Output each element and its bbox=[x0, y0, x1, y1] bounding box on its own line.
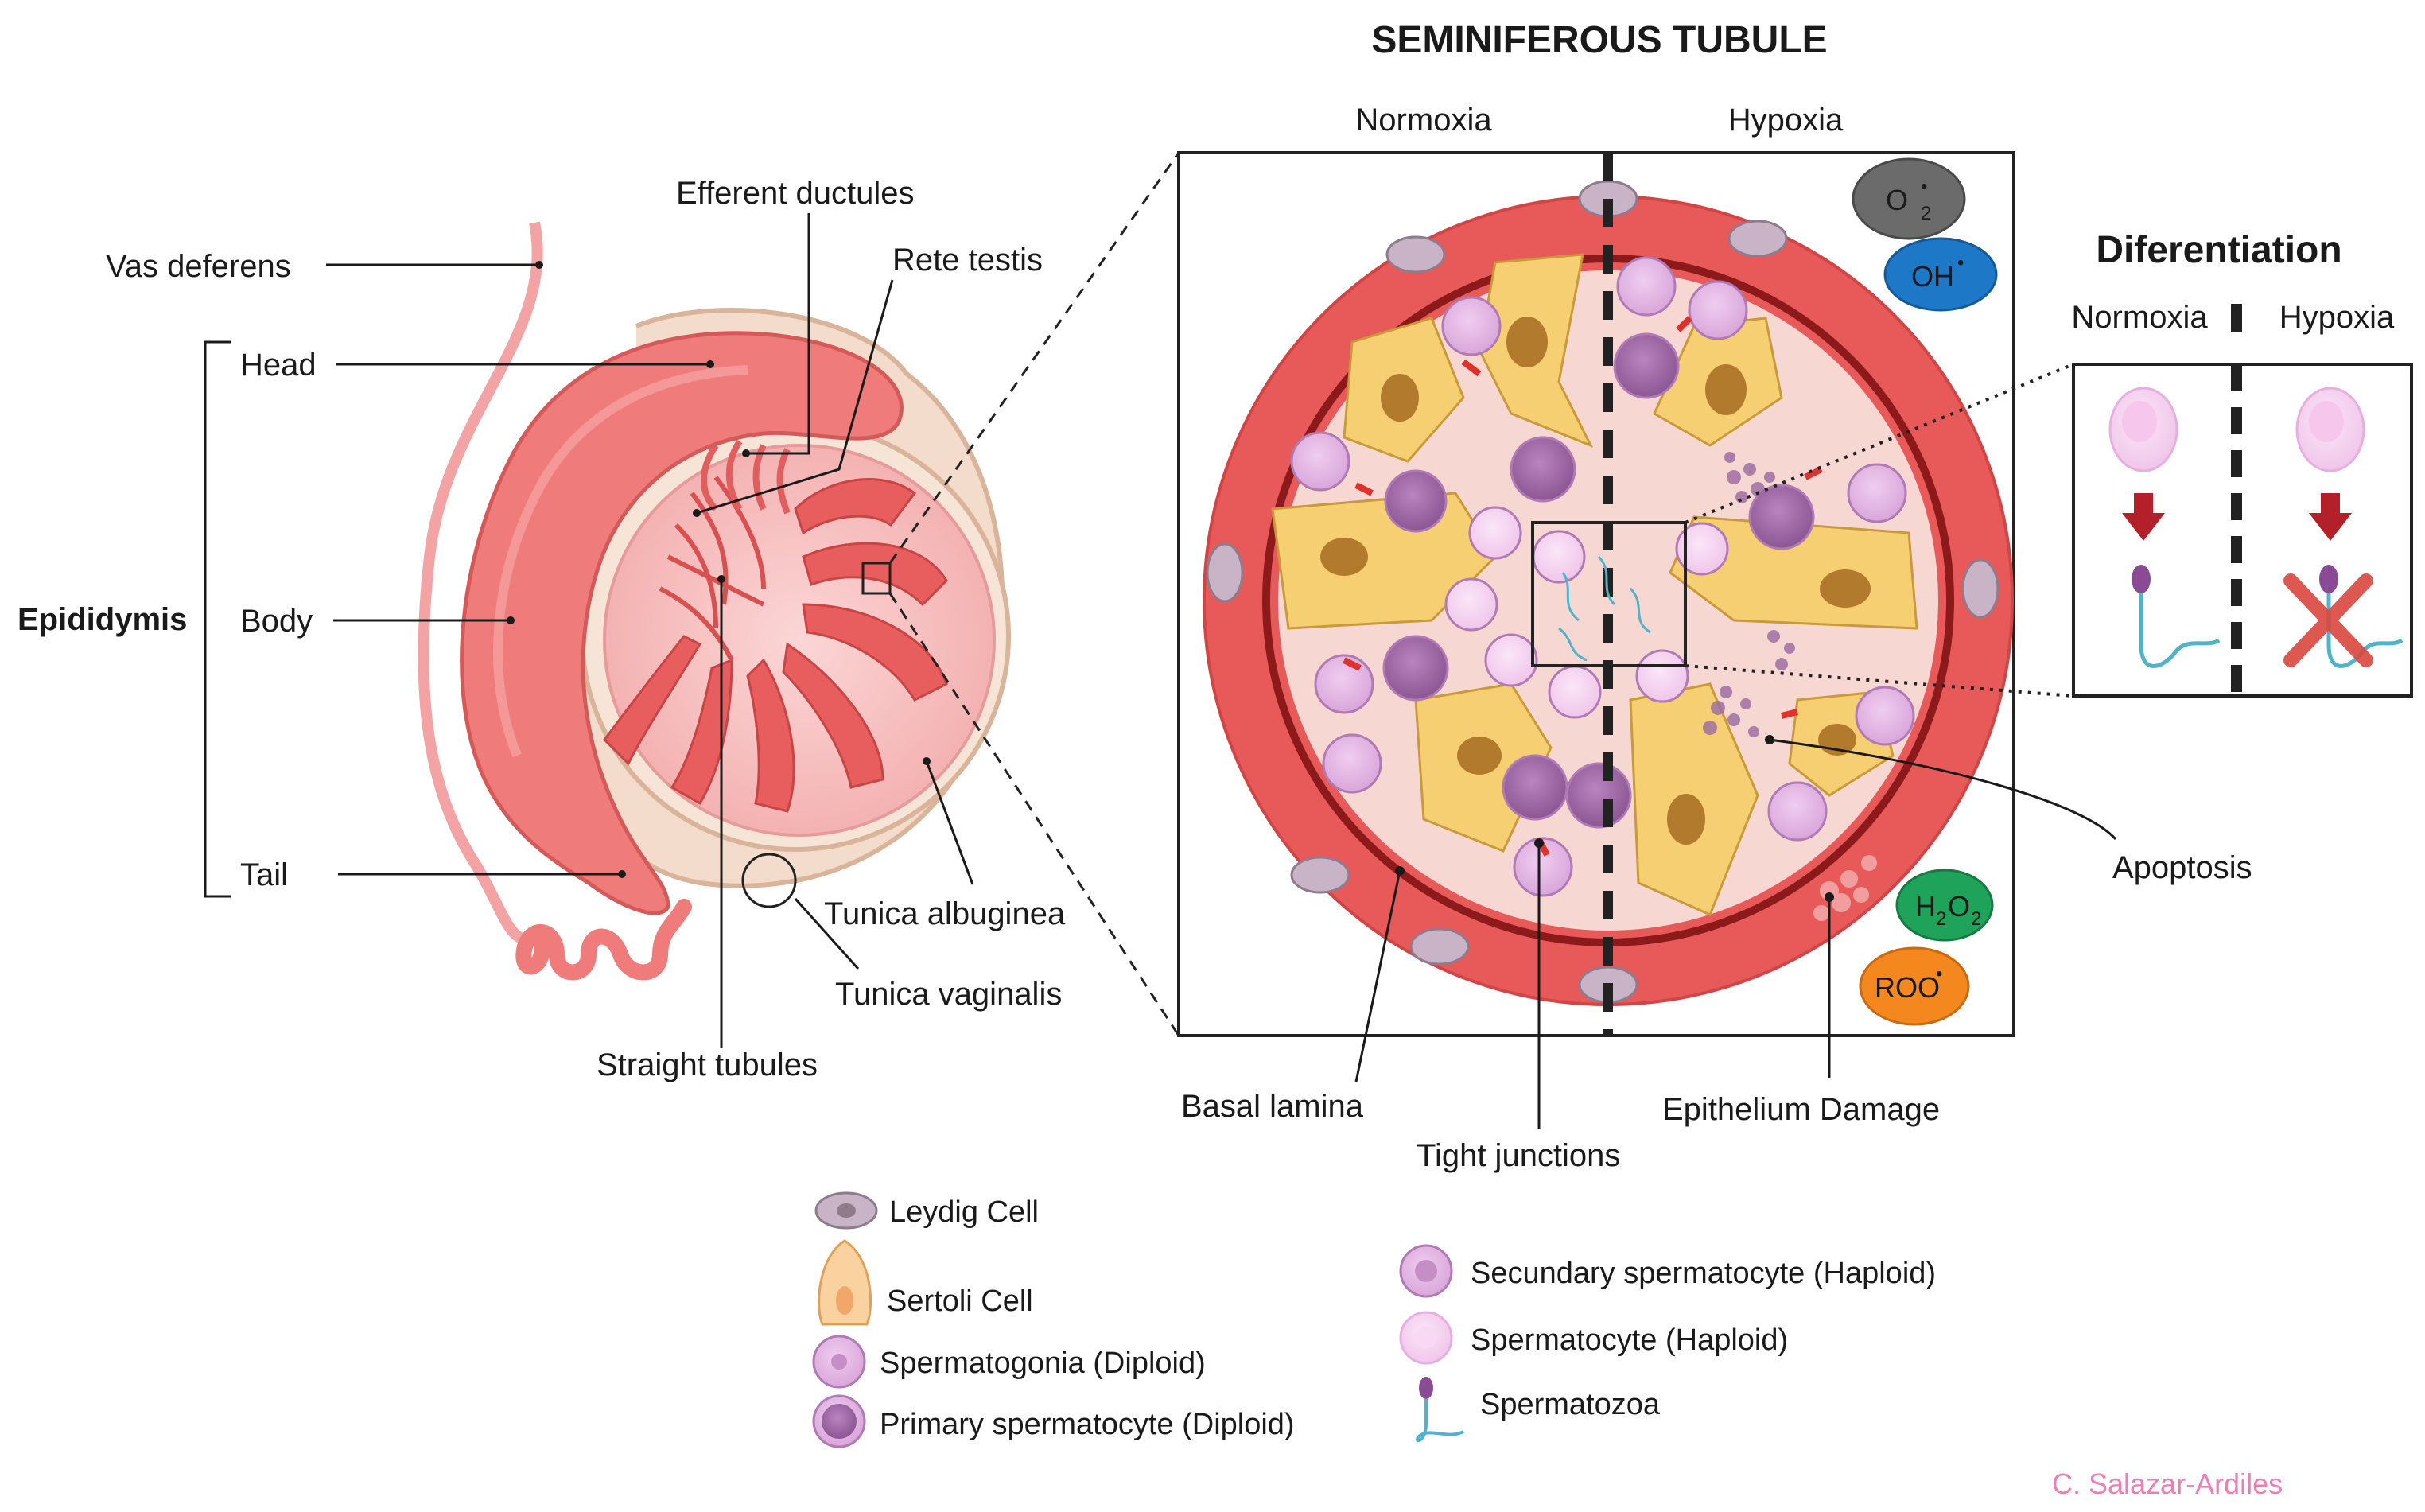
ros-oh-sup: • bbox=[1957, 252, 1964, 274]
legend-item-spermatocyte: Spermatocyte (Haploid) bbox=[1399, 1311, 1788, 1365]
sertoli-cell-icon bbox=[818, 1239, 872, 1326]
ros-badge-hydroxyl bbox=[1883, 237, 1998, 312]
ros-badge-peroxyl bbox=[1859, 946, 1970, 1026]
legend-item-sertoli: Sertoli Cell bbox=[818, 1239, 1033, 1326]
label-tunica-vaginalis: Tunica vaginalis bbox=[835, 977, 1062, 1012]
legend-item-secondary: Secundary spermatocyte (Haploid) bbox=[1399, 1244, 1936, 1298]
label-tail: Tail bbox=[240, 857, 288, 892]
tail-coils bbox=[515, 899, 692, 981]
legend-label-sertoli: Sertoli Cell bbox=[887, 1285, 1033, 1318]
epithelium-damage bbox=[1813, 855, 1877, 921]
legend-label-primary: Primary spermatocyte (Diploid) bbox=[880, 1408, 1295, 1441]
tight-junctions bbox=[1343, 316, 1823, 857]
apoptotic-clusters bbox=[1703, 452, 1795, 737]
ros-badge-superoxide bbox=[1852, 157, 1966, 240]
label-epithelium-damage: Epithelium Damage bbox=[1662, 1092, 1940, 1127]
ros-badge-peroxide bbox=[1895, 869, 1994, 942]
seminiferous-tubule bbox=[1203, 180, 2014, 1006]
diff-normoxia-sperm-tail bbox=[2139, 593, 2221, 668]
epididymis bbox=[460, 331, 904, 915]
ros-h2o2-sub2: 2 bbox=[1971, 908, 1981, 930]
testis-leaders bbox=[204, 213, 974, 1048]
diff-normoxia-label: Normoxia bbox=[2071, 300, 2208, 335]
ros-o2-main: O bbox=[1886, 184, 1908, 216]
sertoli-nuclei bbox=[1320, 317, 1871, 845]
label-epididymis: Epididymis bbox=[17, 602, 187, 637]
differentiation-title: Diferentiation bbox=[2096, 229, 2341, 271]
diff-normoxia-arrow bbox=[2122, 493, 2165, 541]
label-straight-tubules: Straight tubules bbox=[597, 1048, 818, 1082]
ros-badges: O 2 • OH • H 2 O 2 ROO • bbox=[1852, 157, 1998, 1026]
tubule-hypoxia-label: Hypoxia bbox=[1728, 103, 1844, 138]
legend-item-spermatogonia: Spermatogonia (Diploid) bbox=[812, 1335, 1206, 1389]
tunica-vaginalis-marker bbox=[741, 853, 797, 908]
legend-label-spermatozoa: Spermatozoa bbox=[1480, 1388, 1661, 1421]
legend-label-secondary: Secundary spermatocyte (Haploid) bbox=[1471, 1257, 1936, 1290]
testis-illustration bbox=[418, 221, 1011, 981]
rete-testis-network bbox=[659, 476, 766, 662]
legend-item-leydig: Leydig Cell bbox=[814, 1191, 1039, 1230]
zoom-marker-square bbox=[861, 562, 892, 595]
legend-label-spermatocyte: Spermatocyte (Haploid) bbox=[1471, 1323, 1788, 1357]
label-body: Body bbox=[240, 604, 313, 639]
germ-cells bbox=[1290, 256, 1915, 897]
diff-normoxia-sperm-head-icon bbox=[2132, 565, 2151, 593]
diff-normoxia-column bbox=[2108, 387, 2221, 668]
tubule-leaders bbox=[1354, 735, 2117, 1129]
diff-hypoxia-cross-icon bbox=[2283, 573, 2373, 667]
vas-deferens-duct bbox=[418, 221, 543, 946]
spermatozoa-icon bbox=[1419, 1377, 1433, 1399]
ros-h2o2-o: O bbox=[1948, 890, 1970, 923]
ros-o2-sub: 2 bbox=[1921, 203, 1931, 224]
ros-o2-sup: • bbox=[1921, 176, 1927, 197]
ros-h2o2-sub1: 2 bbox=[1936, 908, 1946, 930]
ros-roo-sup: • bbox=[1936, 963, 1942, 985]
label-tight-junctions: Tight junctions bbox=[1417, 1138, 1620, 1173]
title: SEMINIFEROUS TUBULE bbox=[1371, 19, 1827, 61]
diff-hypoxia-sperm-head-icon bbox=[2319, 565, 2338, 593]
ros-h2o2-h: H bbox=[1915, 890, 1936, 923]
center-spermatozoa bbox=[1558, 555, 1651, 662]
label-basal-lamina: Basal lamina bbox=[1181, 1089, 1364, 1124]
legend-item-primary: Primary spermatocyte (Diploid) bbox=[812, 1394, 1295, 1448]
center-zoom-box bbox=[1531, 521, 1687, 667]
credit: C. Salazar-Ardiles bbox=[2052, 1467, 2283, 1500]
legend-label-spermatogonia: Spermatogonia (Diploid) bbox=[880, 1347, 1206, 1380]
diff-hypoxia-arrow bbox=[2309, 493, 2352, 541]
tubule-normoxia-label: Normoxia bbox=[1355, 103, 1492, 138]
ros-oh-main: OH bbox=[1911, 260, 1954, 293]
label-efferent-ductules: Efferent ductules bbox=[676, 176, 914, 211]
diff-hypoxia-label: Hypoxia bbox=[2279, 300, 2395, 335]
epididymis-highlight bbox=[493, 365, 748, 758]
legend-label-leydig: Leydig Cell bbox=[889, 1195, 1039, 1229]
zoom-lines bbox=[888, 152, 1180, 1036]
leydig-cells bbox=[1206, 180, 1999, 1004]
label-vas-deferens: Vas deferens bbox=[106, 249, 291, 284]
diff-hypoxia-column bbox=[2283, 387, 2404, 668]
testis-lobules bbox=[603, 478, 948, 813]
legend: Leydig Cell Sertoli Cell Spermatogonia (… bbox=[812, 1191, 1936, 1448]
ros-roo-main: ROO bbox=[1875, 971, 1940, 1004]
differentiation-connectors bbox=[1685, 363, 2074, 698]
label-head: Head bbox=[240, 348, 317, 383]
label-apoptosis: Apoptosis bbox=[2112, 850, 2252, 885]
label-tunica-albuginea: Tunica albuginea bbox=[824, 896, 1066, 931]
legend-item-spermatozoa: Spermatozoa bbox=[1416, 1377, 1661, 1443]
label-rete-testis: Rete testis bbox=[892, 243, 1043, 278]
